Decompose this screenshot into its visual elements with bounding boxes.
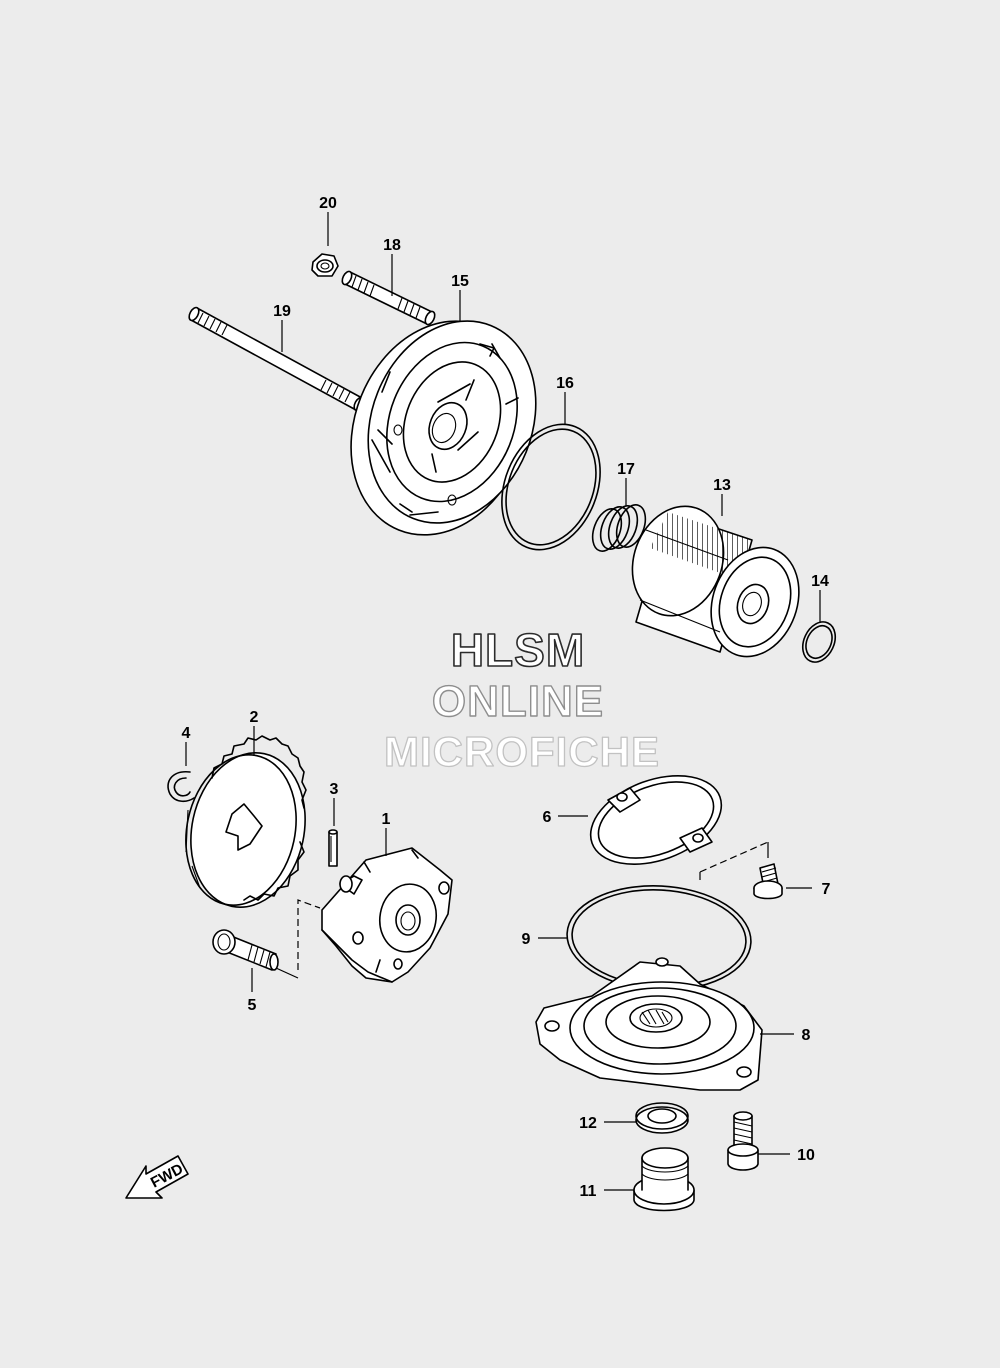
callout-19: 19: [273, 303, 291, 320]
watermark-line-2: ONLINE: [432, 677, 604, 726]
callout-11: 11: [580, 1183, 597, 1200]
part-5-bolt: [212, 929, 279, 971]
callout-7: 7: [822, 881, 831, 898]
watermark: HLSM ONLINE MICROFICHE: [383, 623, 660, 775]
callout-17: 17: [617, 461, 635, 478]
part-15-oil-filter-cap: [350, 320, 537, 536]
part-2-pump-gear: [185, 735, 307, 908]
callout-16: 16: [556, 375, 574, 392]
callout-6: 6: [543, 809, 552, 826]
part-16-o-ring: [501, 423, 601, 551]
callout-18: 18: [383, 237, 401, 254]
part-18-stud: [341, 270, 436, 326]
callout-14: 14: [811, 573, 829, 590]
part-10-bolt: [727, 1111, 759, 1171]
callout-8: 8: [802, 1027, 811, 1044]
callout-10: 10: [797, 1147, 815, 1164]
callout-13: 13: [713, 477, 731, 494]
part-7-screw: [753, 863, 783, 900]
part-1-oil-pump: [321, 847, 453, 983]
part-3-pin: [328, 829, 338, 867]
part-14-o-ring: [801, 621, 837, 663]
callout-2: 2: [250, 709, 259, 726]
part-20-nut: [311, 253, 339, 277]
watermark-line-1: HLSM: [451, 624, 585, 676]
callout-20: 20: [319, 195, 337, 212]
callout-9: 9: [522, 931, 531, 948]
callout-3: 3: [330, 781, 339, 798]
callout-1: 1: [382, 811, 391, 828]
callout-numbers: 20 18 19 15 16 17 13 14 4 2 3 1 5 6 7 9 …: [182, 195, 831, 1200]
callout-4: 4: [182, 725, 191, 742]
watermark-line-3: MICROFICHE: [384, 728, 660, 775]
part-19-long-bolt: [188, 306, 365, 412]
callout-15: 15: [451, 273, 469, 290]
fwd-arrow-icon: FWD: [125, 1155, 189, 1199]
part-4-circlip: [167, 771, 195, 803]
part-17-spring: [591, 504, 647, 552]
part-8-oil-pan: [535, 957, 763, 1091]
callout-5: 5: [248, 997, 257, 1014]
part-13-oil-filter: [631, 505, 800, 658]
callout-12: 12: [579, 1115, 597, 1132]
part-11-drain-plug: [633, 1147, 695, 1212]
leader-lines: [185, 212, 821, 1191]
part-6-oil-strainer: [589, 774, 723, 866]
part-12-washer: [635, 1102, 689, 1134]
